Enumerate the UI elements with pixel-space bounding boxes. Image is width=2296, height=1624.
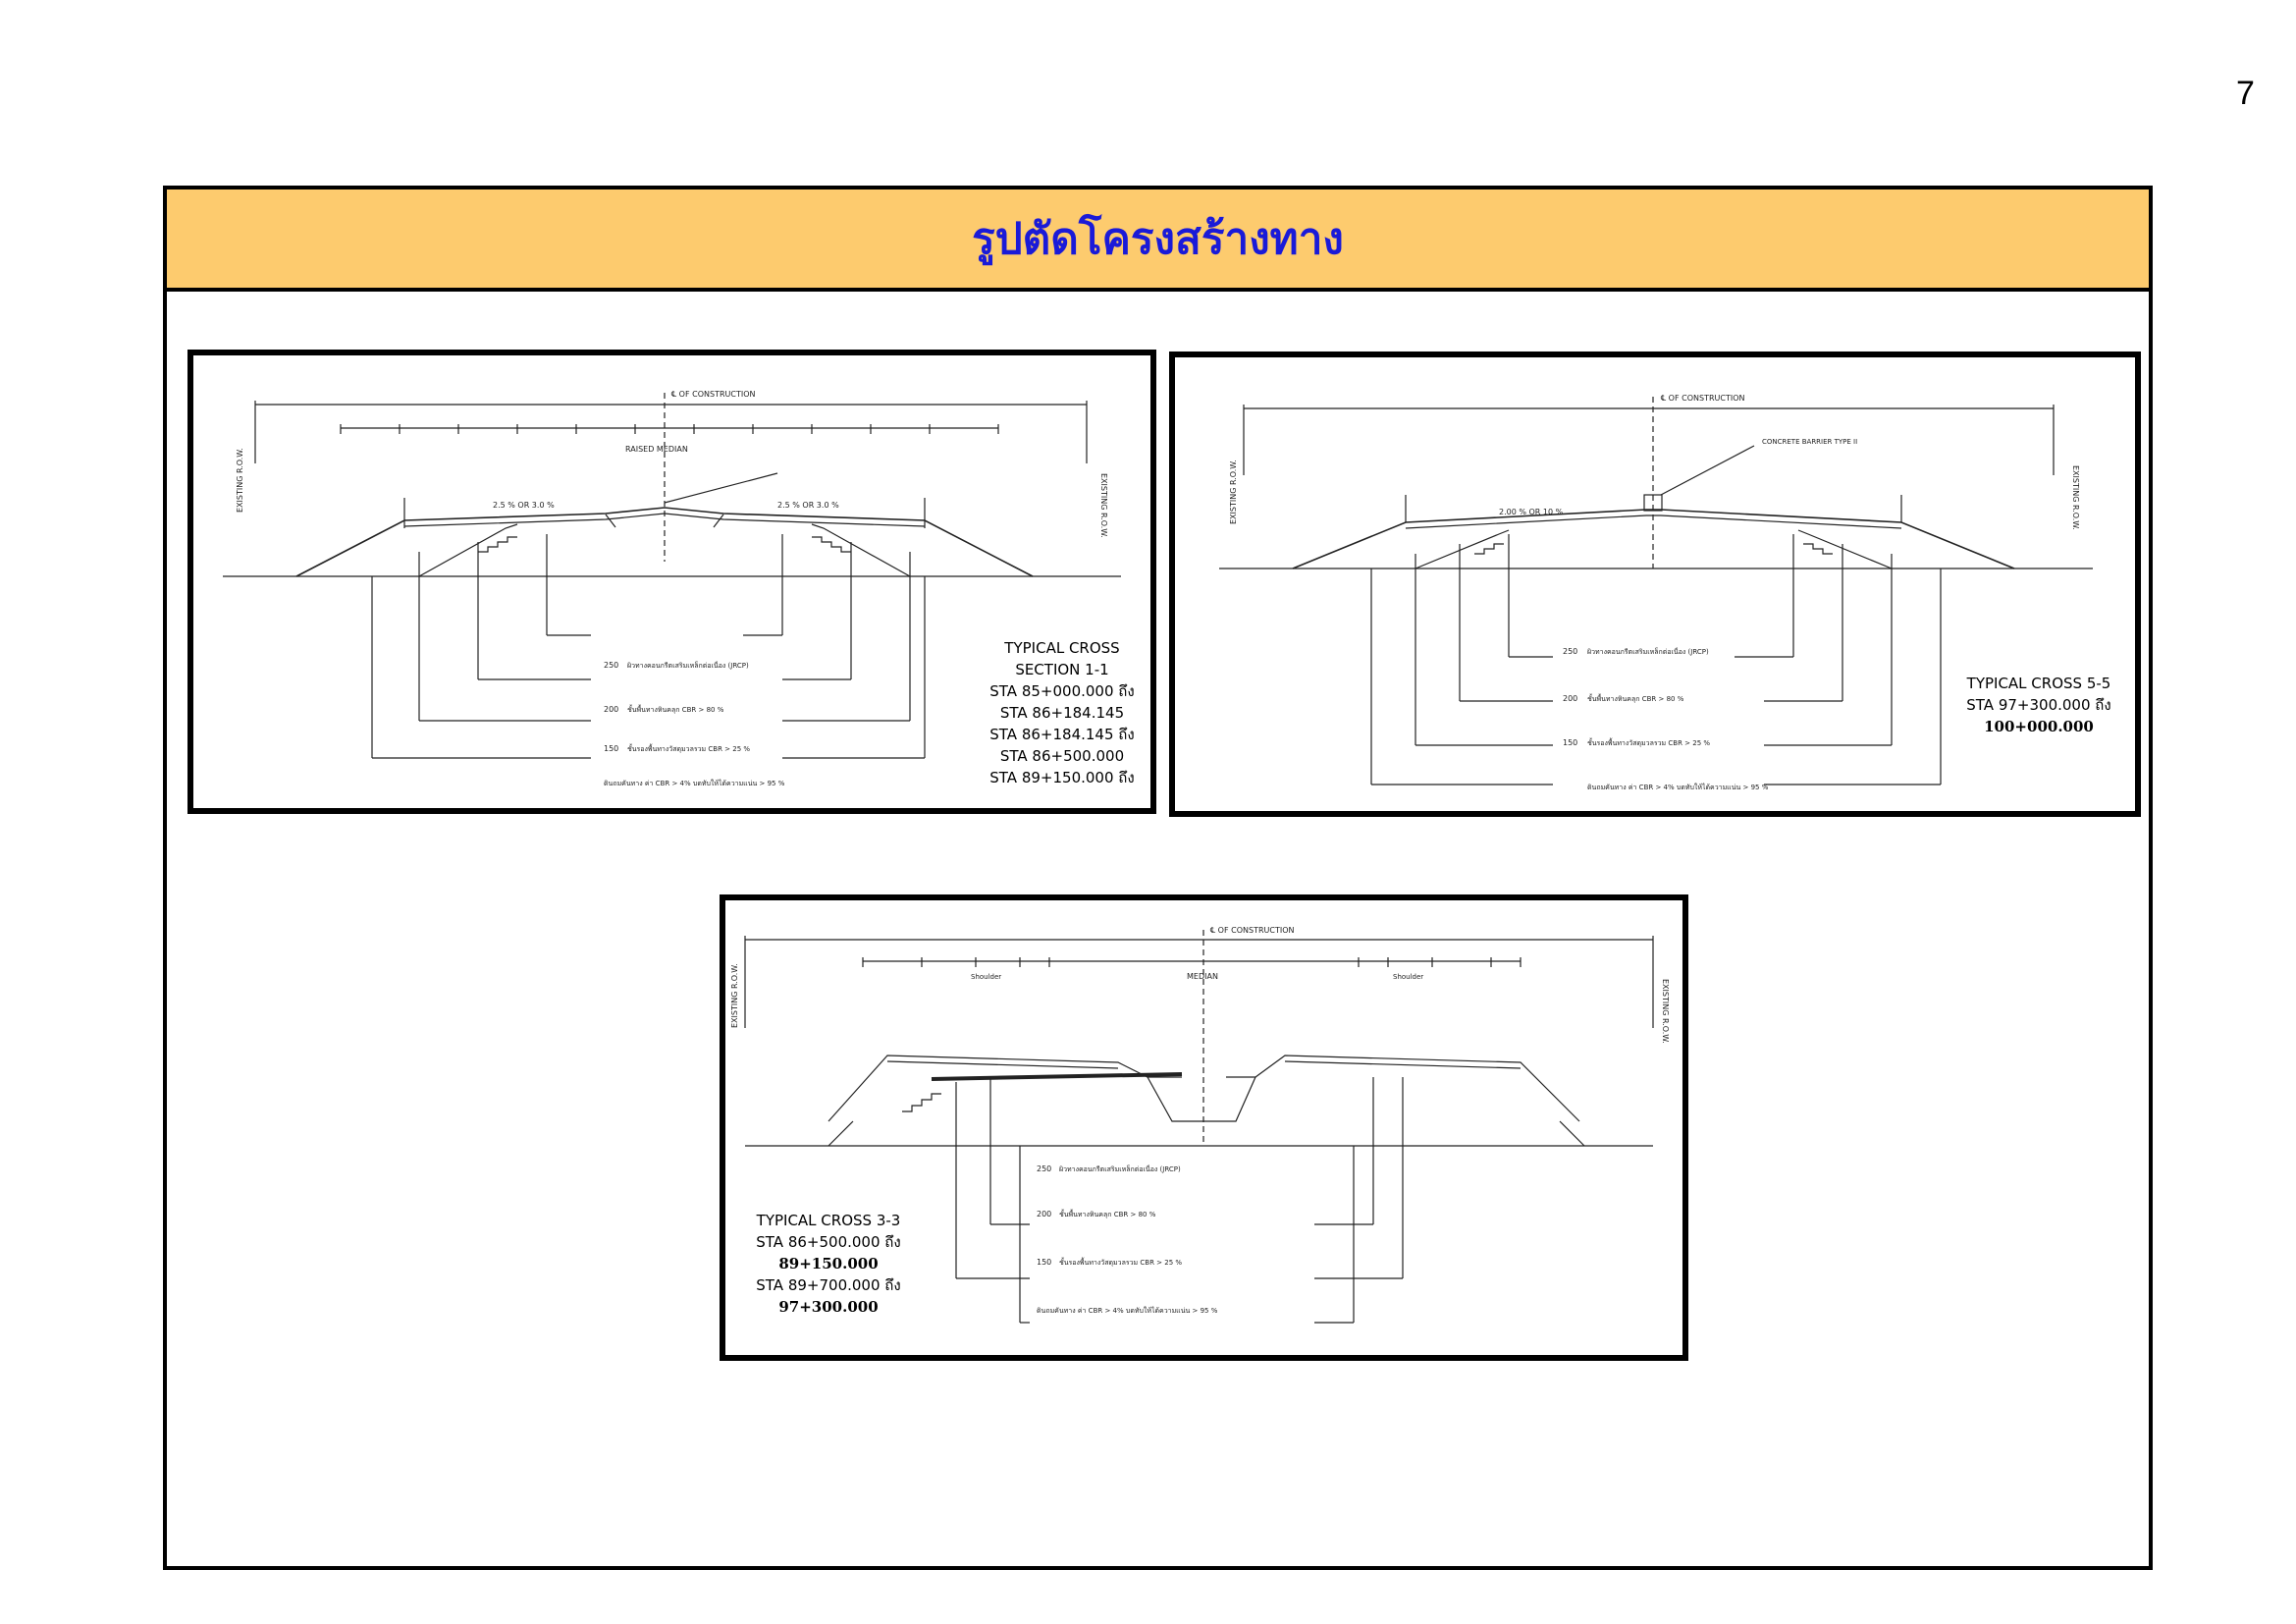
subgrade-note: ดินถมคันทาง ค่า CBR > 4% บดทับให้ได้ความ… — [1587, 783, 1769, 791]
caption-line: 89+150.000 — [778, 1255, 879, 1272]
slope-label-right: 2.5 % OR 3.0 % — [777, 501, 839, 510]
caption-line: STA 97+300.000 ถึง — [1966, 696, 2111, 714]
cross-section-drawing-3-3: ℄ OF CONSTRUCTION MEDIAN Shoulder Should… — [730, 926, 1670, 1324]
caption-line: TYPICAL CROSS 3-3 — [756, 1212, 901, 1229]
layer-thickness-1: 250 — [1563, 647, 1577, 656]
row-label-right: EXISTING R.O.W. — [2071, 465, 2080, 530]
layer-desc-3: ชั้นรองพื้นทางวัสดุมวลรวม CBR > 25 % — [627, 742, 750, 753]
page-title: รูปตัดโครงสร้างทาง — [972, 214, 1344, 264]
caption-line: STA 86+184.145 ถึง — [989, 726, 1135, 743]
layer-thickness-2: 200 — [604, 705, 618, 714]
caption-line: STA 86+500.000 — [999, 747, 1125, 765]
layer-desc-1: ผิวทางคอนกรีตเสริมเหล็กต่อเนื่อง (JRCP) — [1059, 1164, 1181, 1173]
section-caption-5-5: TYPICAL CROSS 5-5 STA 97+300.000 ถึง 100… — [1946, 673, 2132, 737]
cross-section-panel-1-1: ℄ OF CONSTRUCTION RAISED MEDIAN 2.5 % OR… — [187, 350, 1156, 814]
caption-line: 97+300.000 — [778, 1298, 879, 1316]
layer-desc-2: ชั้นพื้นทางหินคลุก CBR > 80 % — [1059, 1208, 1156, 1218]
layer-thickness-1: 250 — [1037, 1164, 1051, 1173]
row-label-left: EXISTING R.O.W. — [236, 448, 244, 513]
layer-thickness-2: 200 — [1563, 694, 1577, 703]
caption-line: 100+000.000 — [1984, 718, 2094, 735]
subgrade-note: ดินถมคันทาง ค่า CBR > 4% บดทับให้ได้ความ… — [1037, 1306, 1218, 1315]
caption-line: STA 89+700.000 ถึง — [756, 1276, 901, 1294]
layer-desc-3: ชั้นรองพื้นทางวัสดุมวลรวม CBR > 25 % — [1587, 736, 1710, 747]
layer-thickness-3: 150 — [604, 744, 618, 753]
layer-thickness-1: 250 — [604, 661, 618, 670]
layer-thickness-2: 200 — [1037, 1210, 1051, 1218]
construction-label: ℄ OF CONSTRUCTION — [1210, 926, 1294, 935]
section-caption-1-1: TYPICAL CROSS SECTION 1-1 STA 85+000.000… — [974, 637, 1150, 788]
cross-section-drawing-1-1: ℄ OF CONSTRUCTION RAISED MEDIAN 2.5 % OR… — [223, 390, 1121, 787]
section-caption-3-3: TYPICAL CROSS 3-3 STA 86+500.000 ถึง 89+… — [745, 1210, 912, 1318]
caption-line: TYPICAL CROSS 5-5 — [1966, 675, 2111, 692]
page-number: 7 — [2236, 75, 2255, 112]
layer-desc-1: ผิวทางคอนกรีตเสริมเหล็กต่อเนื่อง (JRCP) — [627, 661, 749, 670]
cross-section-drawing-5-5: ℄ OF CONSTRUCTION CONCRETE BARRIER TYPE … — [1219, 394, 2093, 791]
row-label-left: EXISTING R.O.W. — [730, 963, 739, 1028]
caption-line: STA 89+150.000 ถึง — [989, 769, 1135, 786]
construction-label: ℄ OF CONSTRUCTION — [1661, 394, 1744, 403]
layer-desc-1: ผิวทางคอนกรีตเสริมเหล็กต่อเนื่อง (JRCP) — [1587, 647, 1709, 656]
barrier-label: CONCRETE BARRIER TYPE II — [1762, 438, 1857, 446]
caption-line: SECTION 1-1 — [1015, 661, 1109, 678]
caption-line: STA 85+000.000 ถึง — [989, 682, 1135, 700]
cross-section-panel-3-3: ℄ OF CONSTRUCTION MEDIAN Shoulder Should… — [720, 894, 1688, 1361]
subgrade-note: ดินถมคันทาง ค่า CBR > 4% บดทับให้ได้ความ… — [604, 779, 785, 787]
slope-label-left: 2.5 % OR 3.0 % — [493, 501, 555, 510]
content-frame: รูปตัดโครงสร้างทาง — [163, 186, 2153, 1570]
layer-desc-2: ชั้นพื้นทางหินคลุก CBR > 80 % — [1587, 692, 1684, 703]
layer-thickness-3: 150 — [1563, 738, 1577, 747]
title-band: รูปตัดโครงสร้างทาง — [167, 189, 2149, 292]
caption-line: TYPICAL CROSS — [1004, 639, 1120, 657]
caption-line: STA 86+184.145 — [999, 704, 1125, 722]
layer-desc-3: ชั้นรองพื้นทางวัสดุมวลรวม CBR > 25 % — [1059, 1256, 1182, 1267]
median-label: MEDIAN — [1187, 972, 1218, 981]
slope-label: 2.00 % OR 10 % — [1499, 508, 1564, 516]
row-label-left: EXISTING R.O.W. — [1229, 460, 1238, 524]
layer-thickness-3: 150 — [1037, 1258, 1051, 1267]
shoulder-label-left: Shoulder — [971, 973, 1001, 981]
median-label: RAISED MEDIAN — [625, 445, 688, 454]
row-label-right: EXISTING R.O.W. — [1099, 473, 1108, 538]
cross-section-panel-5-5: ℄ OF CONSTRUCTION CONCRETE BARRIER TYPE … — [1169, 352, 2141, 817]
layer-desc-2: ชั้นพื้นทางหินคลุก CBR > 80 % — [627, 703, 724, 714]
row-label-right: EXISTING R.O.W. — [1661, 979, 1670, 1044]
caption-line: STA 86+500.000 ถึง — [756, 1233, 901, 1251]
shoulder-label-right: Shoulder — [1393, 973, 1423, 981]
construction-label: ℄ OF CONSTRUCTION — [671, 390, 755, 399]
